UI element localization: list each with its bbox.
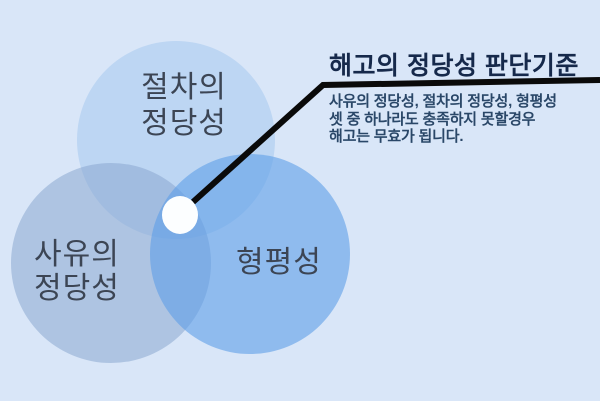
callout-body-line: 사유의 정당성, 절차의 정당성, 형평성 <box>329 93 557 110</box>
circle-equity <box>150 154 350 354</box>
label-procedural-legitimacy: 절차의 정당성 <box>104 70 264 142</box>
label-equity: 형평성 <box>236 245 322 281</box>
label-line: 정당성 <box>34 272 120 305</box>
label-line: 형평성 <box>236 246 322 279</box>
label-reason-legitimacy: 사유의 정당성 <box>34 238 120 306</box>
callout-line <box>190 77 600 205</box>
callout-title: 해고의 정당성 판단기준 <box>329 52 579 80</box>
callout-body-line: 해고는 무효가 됩니다. <box>329 128 464 145</box>
label-line: 정당성 <box>141 107 227 140</box>
label-line: 절차의 <box>141 71 227 104</box>
callout-body: 사유의 정당성, 절차의 정당성, 형평성 셋 중 하나라도 충족하지 못할경우… <box>329 93 597 146</box>
center-dot <box>162 196 198 234</box>
callout-body-line: 셋 중 하나라도 충족하지 못할경우 <box>329 110 536 128</box>
label-line: 사유의 <box>34 238 120 271</box>
